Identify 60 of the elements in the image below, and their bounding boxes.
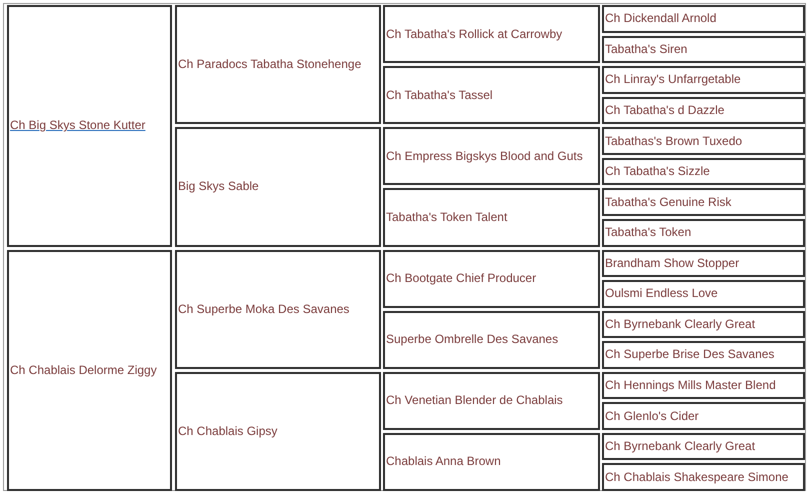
pedigree-box xyxy=(602,280,805,308)
dog-name: Tabatha's Token xyxy=(605,225,692,240)
dog-name-link: Ch Big Skys Stone Kutter xyxy=(10,118,146,134)
dog-name: Tabatha's Siren xyxy=(605,42,688,57)
dog-name: Ch Dickendall Arnold xyxy=(605,11,716,26)
pedigree-box xyxy=(602,158,805,186)
dog-name: Ch Bootgate Chief Producer xyxy=(386,271,536,286)
dog-name: Chablais Anna Brown xyxy=(386,454,501,470)
pedigree-box xyxy=(602,127,805,155)
dog-name: Ch Byrnebank Clearly Great xyxy=(605,316,756,332)
dog-name: Ch Tabatha's Sizzle xyxy=(605,164,710,180)
pedigree-box xyxy=(602,402,805,430)
pedigree-box xyxy=(602,310,805,338)
pedigree-box xyxy=(602,36,805,64)
pedigree-box xyxy=(383,432,600,491)
pedigree-box xyxy=(602,188,805,216)
pedigree-box xyxy=(602,218,805,246)
dog-name: Ch Tabatha's Tassel xyxy=(386,88,493,103)
pedigree-box xyxy=(602,372,805,400)
dog-name: Ch Paradocs Tabatha Stonehenge xyxy=(178,57,362,72)
dog-name: Ch Chablais Shakespeare Simone xyxy=(605,470,788,485)
pedigree-box xyxy=(175,127,381,246)
pedigree-box xyxy=(602,341,805,369)
pedigree-box xyxy=(602,463,805,491)
dog-name: Tabatha's Token Talent xyxy=(386,210,508,225)
dog-name: Tabathas's Brown Tuxedo xyxy=(605,134,742,149)
pedigree-box xyxy=(7,5,172,246)
dog-name: Oulsmi Endless Love xyxy=(605,286,718,302)
pedigree-box xyxy=(383,310,600,369)
pedigree-box xyxy=(175,5,381,124)
dog-name: Ch Hennings Mills Master Blend xyxy=(605,378,776,394)
pedigree-box xyxy=(383,188,600,246)
dog-name: Ch Tabatha's d Dazzle xyxy=(605,102,724,118)
dog-name: Superbe Ombrelle Des Savanes xyxy=(386,332,558,348)
dog-name: Big Skys Sable xyxy=(178,179,259,194)
pedigree-box xyxy=(383,372,600,430)
dog-name: Ch Linray's Unfarrgetable xyxy=(605,72,741,88)
pedigree-box xyxy=(7,250,172,491)
pedigree-box xyxy=(602,96,805,124)
dog-name: Brandham Show Stopper xyxy=(605,256,740,271)
pedigree-box xyxy=(602,5,805,33)
dog-name: Tabatha's Genuine Risk xyxy=(605,194,732,210)
dog-name: Ch Chablais Gipsy xyxy=(178,424,278,439)
pedigree-box xyxy=(383,66,600,124)
pedigree-box xyxy=(383,5,600,64)
dog-name: Ch Byrnebank Clearly Great xyxy=(605,439,756,454)
dog-name: Ch Superbe Moka Des Savanes xyxy=(178,302,350,317)
pedigree-box xyxy=(175,372,381,491)
pedigree-box xyxy=(383,250,600,308)
dog-name: Ch Tabatha's Rollick at Carrowby xyxy=(386,26,562,42)
dog-name: Ch Chablais Delorme Ziggy xyxy=(10,362,157,378)
dog-name: Ch Glenlo's Cider xyxy=(605,408,699,424)
pedigree-box xyxy=(175,250,381,369)
pedigree-box xyxy=(602,66,805,94)
dog-name: Ch Venetian Blender de Chablais xyxy=(386,393,563,408)
pedigree-box xyxy=(602,432,805,460)
dog-name: Ch Superbe Brise Des Savanes xyxy=(605,347,774,362)
dog-name: Ch Empress Bigskys Blood and Guts xyxy=(386,148,583,164)
pedigree-box xyxy=(602,250,805,278)
pedigree-box xyxy=(383,127,600,186)
